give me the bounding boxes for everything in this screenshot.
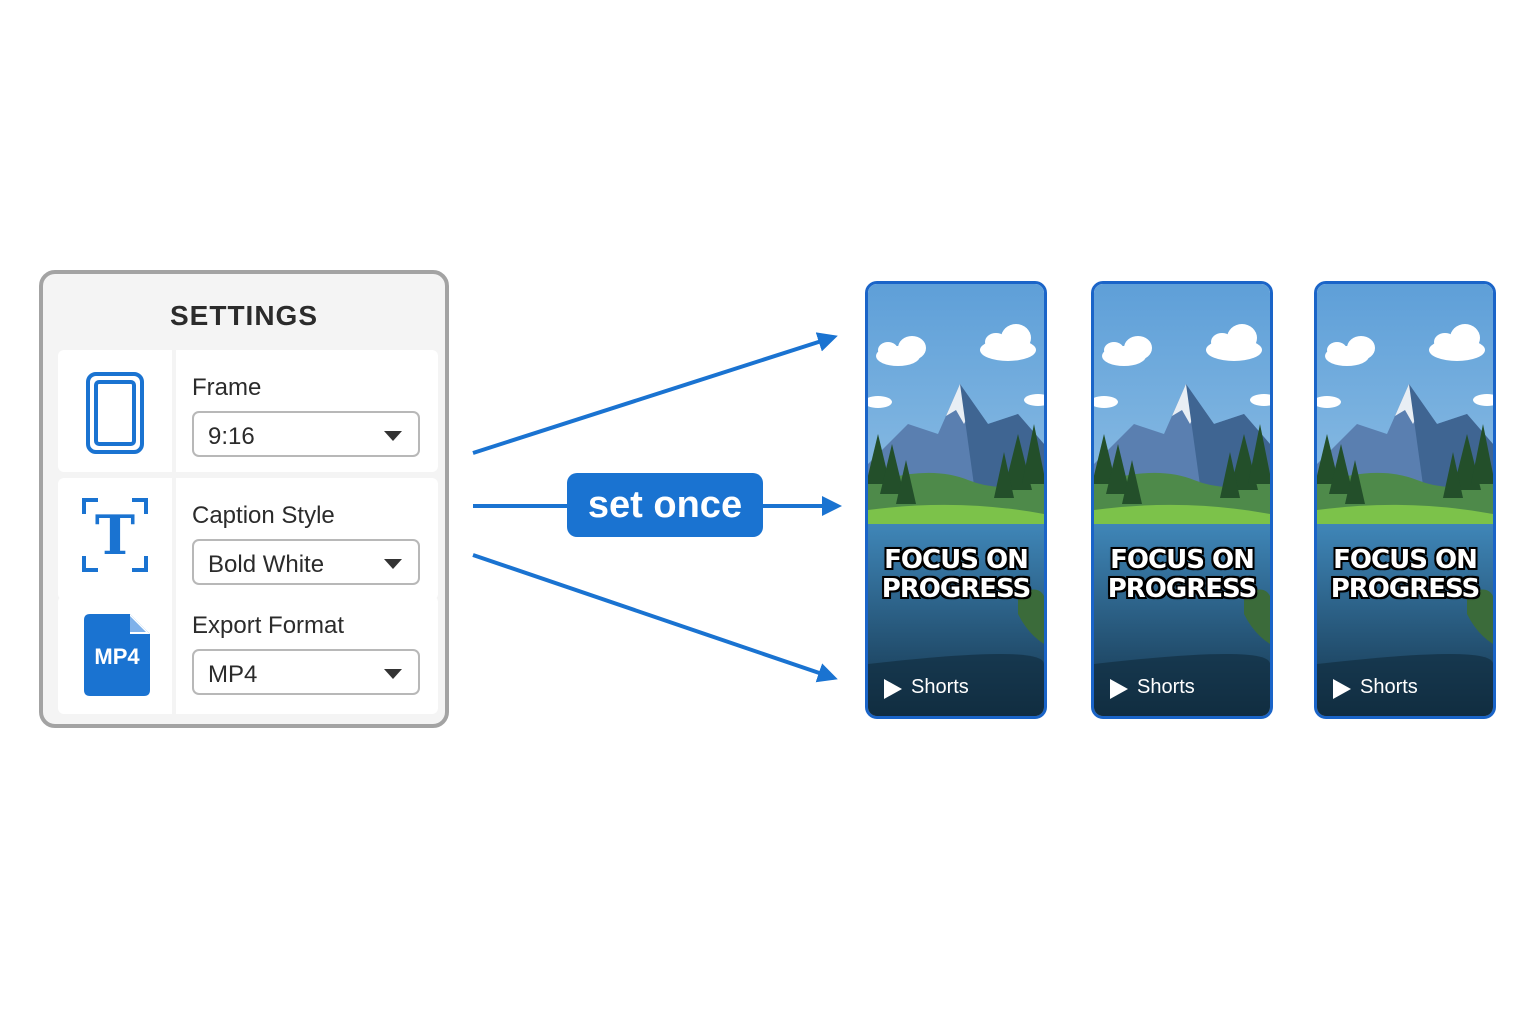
card-caption-line-2: PROGRESS [881,574,1032,604]
play-icon [1333,679,1351,699]
shorts-label: Shorts [911,676,969,698]
mountain-lake-thumbnail [1317,284,1493,716]
mountain-lake-thumbnail [868,284,1044,716]
settings-title: SETTINGS [169,300,318,331]
settings-panel: SETTINGS Frame 9:16 T Caption Style [39,270,449,728]
card-caption: FOCUS ON PROGRESS [1317,546,1493,604]
card-caption-line-2: PROGRESS [1330,574,1481,604]
card-caption-line-1: FOCUS ON [884,545,1029,575]
card-caption-line-1: FOCUS ON [1333,545,1478,575]
shorts-label: Shorts [1360,676,1418,698]
card-caption-line-2: PROGRESS [1107,574,1258,604]
portrait-frame-icon [86,372,144,454]
export-format-select[interactable]: MP4 [192,649,420,695]
shorts-label: Shorts [1137,676,1195,698]
caption-style-select-value: Bold White [208,551,325,578]
frame-label: Frame [192,374,262,401]
frame-select[interactable]: 9:16 [192,411,420,457]
setting-row-export-format: MP4 Export Format MP4 [58,596,438,714]
setting-row-frame: Frame 9:16 [58,350,438,472]
setting-row-caption-style: T Caption Style Bold White [58,478,438,600]
short-video-card-1[interactable]: FOCUS ON PROGRESS Shorts [865,281,1047,719]
caption-style-select[interactable]: Bold White [192,539,420,585]
mountain-lake-thumbnail [1094,284,1270,716]
arrow-to-card-3 [472,553,838,683]
chevron-down-icon [384,669,402,679]
play-icon [884,679,902,699]
card-caption: FOCUS ON PROGRESS [868,546,1044,604]
caption-style-label: Caption Style [192,502,335,529]
card-caption-line-1: FOCUS ON [1110,545,1255,575]
short-video-card-2[interactable]: FOCUS ON PROGRESS Shorts [1091,281,1273,719]
text-caption-icon: T [82,498,148,572]
svg-text:T: T [95,503,135,567]
frame-select-value: 9:16 [208,423,255,450]
arrow-to-card-1 [472,332,838,455]
chevron-down-icon [384,559,402,569]
short-video-card-3[interactable]: FOCUS ON PROGRESS Shorts [1314,281,1496,719]
chevron-down-icon [384,431,402,441]
set-once-badge: set once [567,473,763,537]
export-format-select-value: MP4 [208,661,258,688]
play-icon [1110,679,1128,699]
mp4-file-icon: MP4 [84,614,150,696]
export-format-label: Export Format [192,612,345,639]
card-caption: FOCUS ON PROGRESS [1094,546,1270,604]
